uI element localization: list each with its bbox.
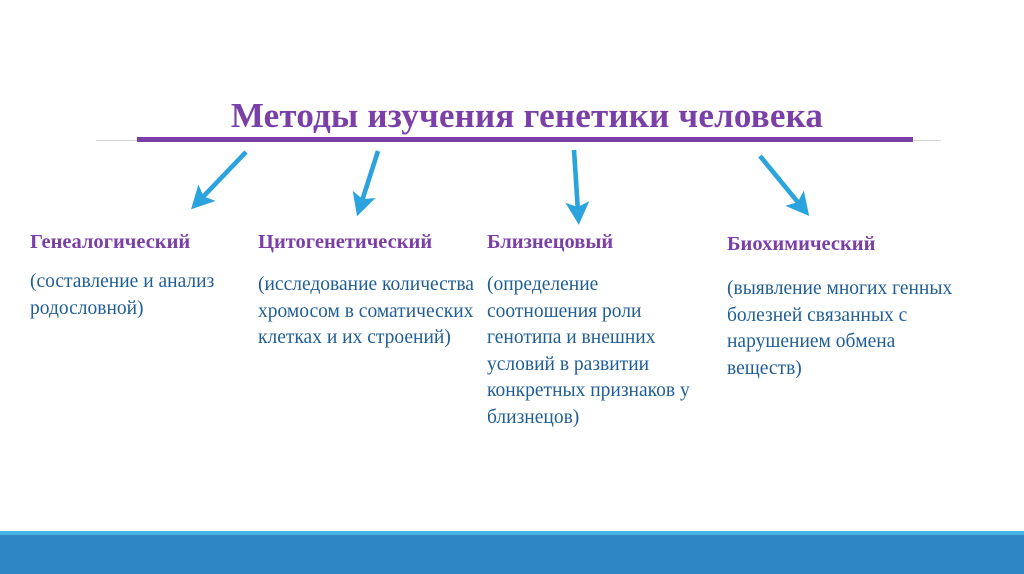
method-description: (определение соотношения роли генотипа и… — [487, 274, 690, 428]
footer-accent-stripe — [0, 531, 1024, 535]
arrow-down-left-icon — [191, 150, 248, 210]
method-description: (исследование количества хромосом в сома… — [258, 274, 474, 349]
method-column-biochemical: Биохимический (выявление многих генных б… — [727, 232, 959, 382]
arrow-down-icon-3 — [565, 149, 590, 225]
footer-bar — [0, 535, 1024, 574]
title-underline-purple — [137, 137, 913, 142]
method-heading: Биохимический — [727, 233, 876, 255]
method-column-cytogenetic: Цитогенетический (исследование количеств… — [258, 230, 490, 352]
method-column-genealogical: Генеалогический (составление и анализ ро… — [30, 230, 260, 322]
page-title: Методы изучения генетики человека — [230, 96, 824, 135]
slide-title-block: Методы изучения генетики человека — [96, 96, 941, 148]
method-heading: Близнецовый — [487, 231, 614, 253]
method-description: (выявление многих генных болезней связан… — [727, 278, 953, 379]
method-heading: Цитогенетический — [258, 231, 433, 253]
method-column-twin: Близнецовый (определение соотношения рол… — [487, 230, 705, 432]
arrow-down-icon-2 — [352, 150, 381, 217]
method-heading: Генеалогический — [30, 231, 191, 253]
arrow-down-right-icon — [758, 154, 810, 216]
method-description: (составление и анализ родословной) — [30, 271, 215, 319]
